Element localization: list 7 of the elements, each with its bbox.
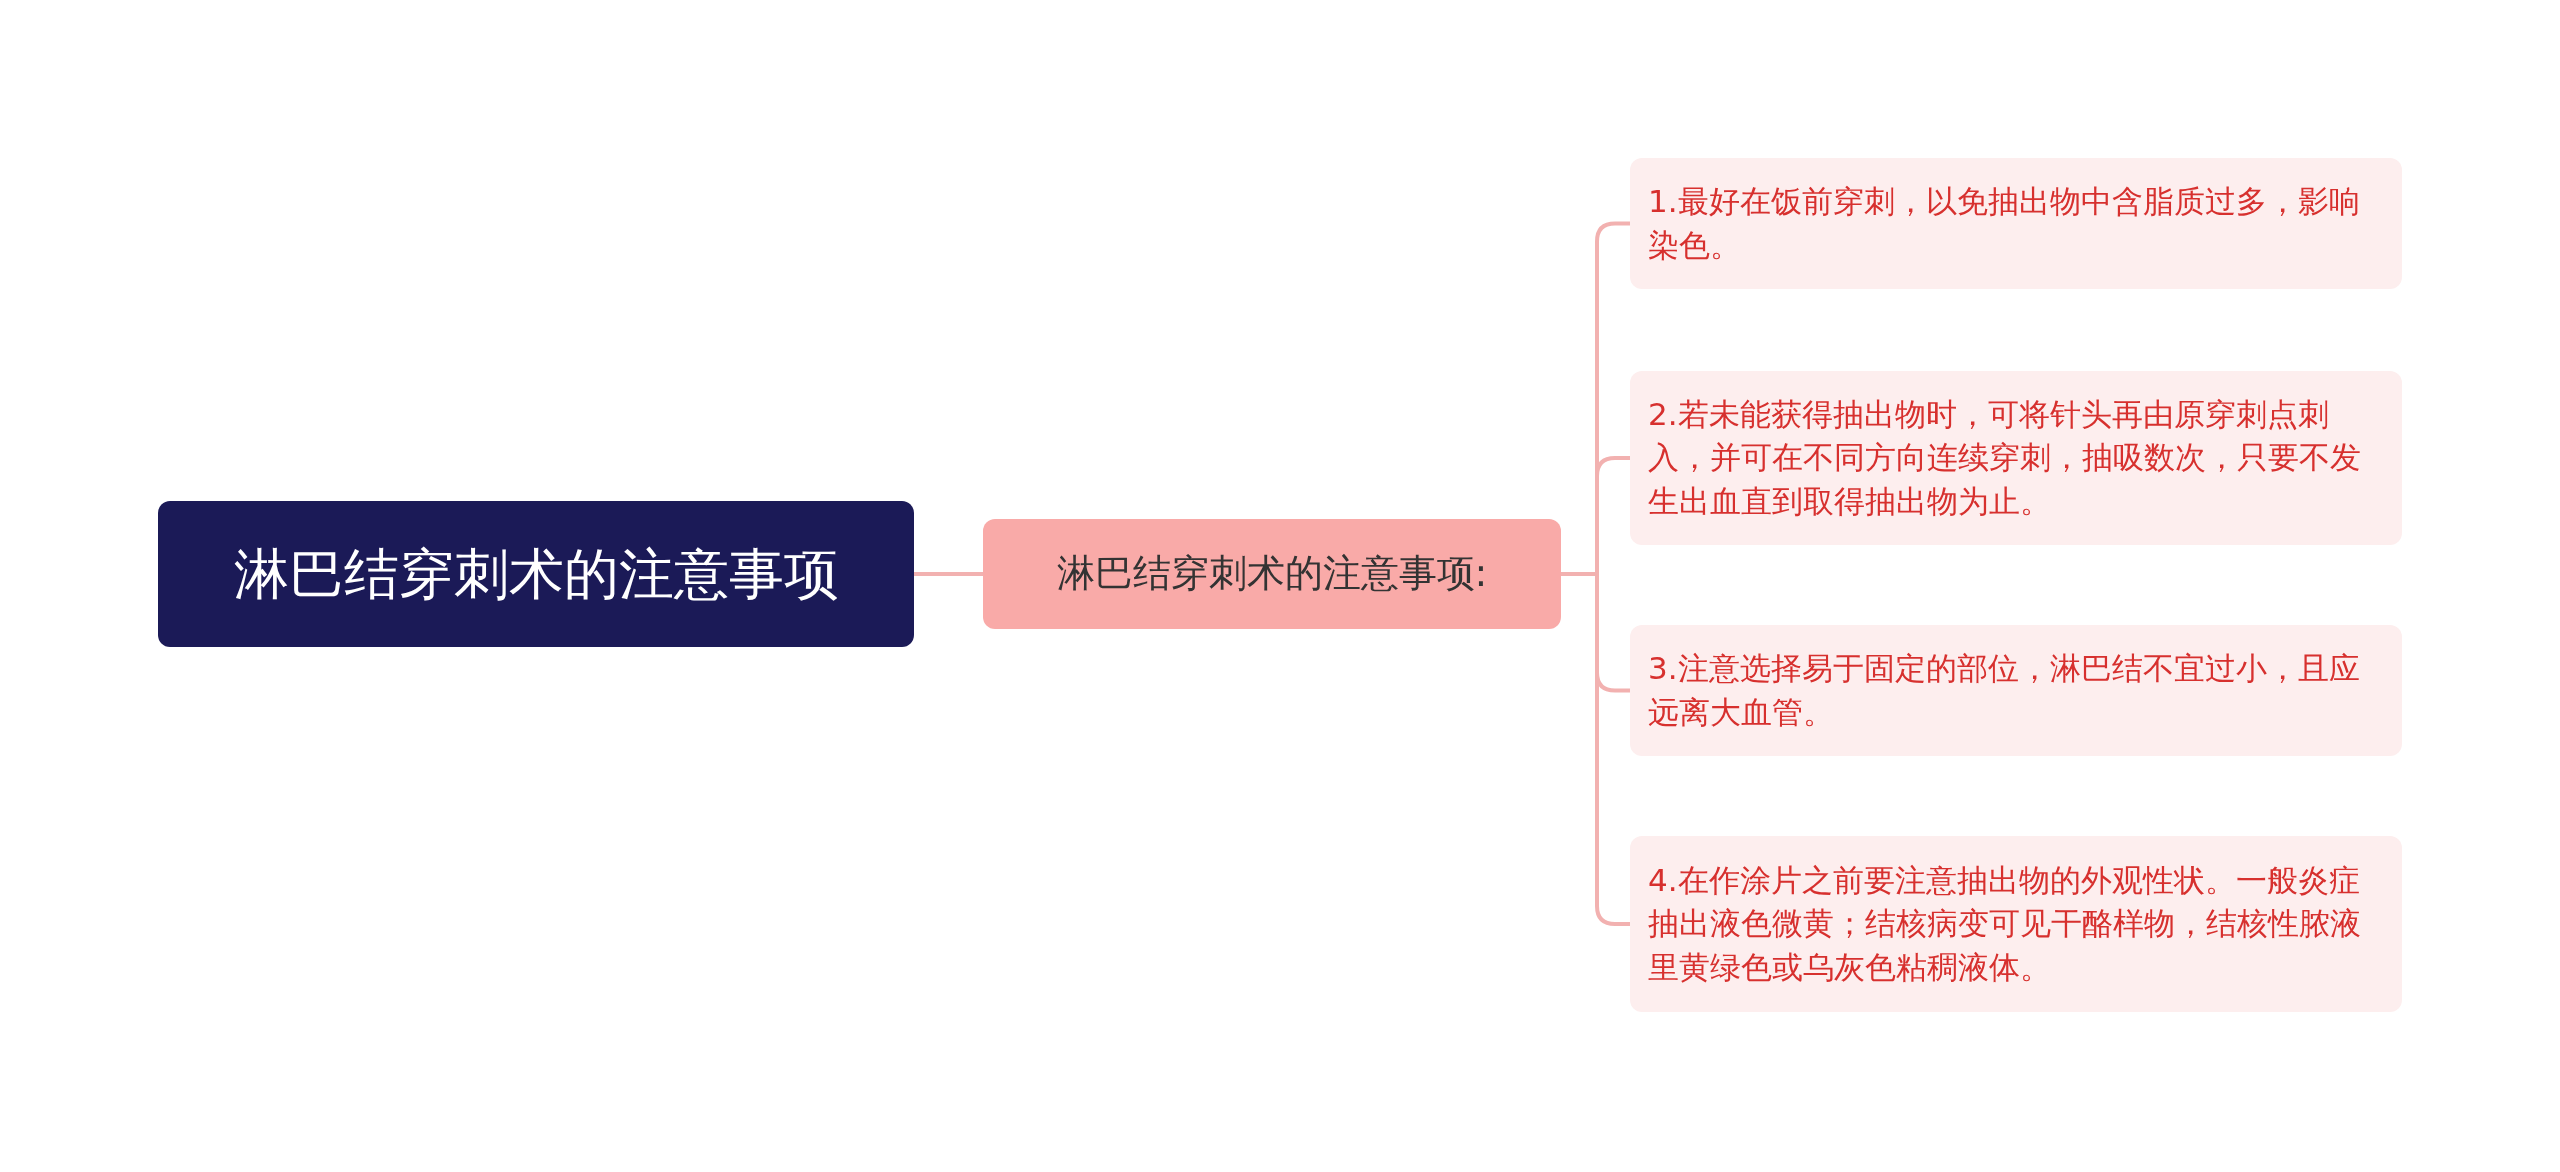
note-box: 4.在作涂片之前要注意抽出物的外观性状。一般炎症抽出液色微黄；结核病变可见干酪样物，结核性脓液里黄绿色或乌灰色粘稠液体。: [1630, 836, 2402, 1012]
note-box: 3.注意选择易于固定的部位，淋巴结不宜过小，且应远离大血管。: [1630, 625, 2402, 756]
topic-box: 淋巴结穿刺术的注意事项:: [983, 519, 1561, 629]
connector-line: [914, 572, 983, 576]
note-box: 2.若未能获得抽出物时，可将针头再由原穿刺点刺入，并可在不同方向连续穿刺，抽吸数次，只要不发生出血直到取得抽出物为止。: [1630, 371, 2402, 545]
root-topic-box: 淋巴结穿刺术的注意事项: [158, 501, 914, 647]
note-box: 1.最好在饭前穿刺，以免抽出物中含脂质过多，影响染色。: [1630, 158, 2402, 289]
